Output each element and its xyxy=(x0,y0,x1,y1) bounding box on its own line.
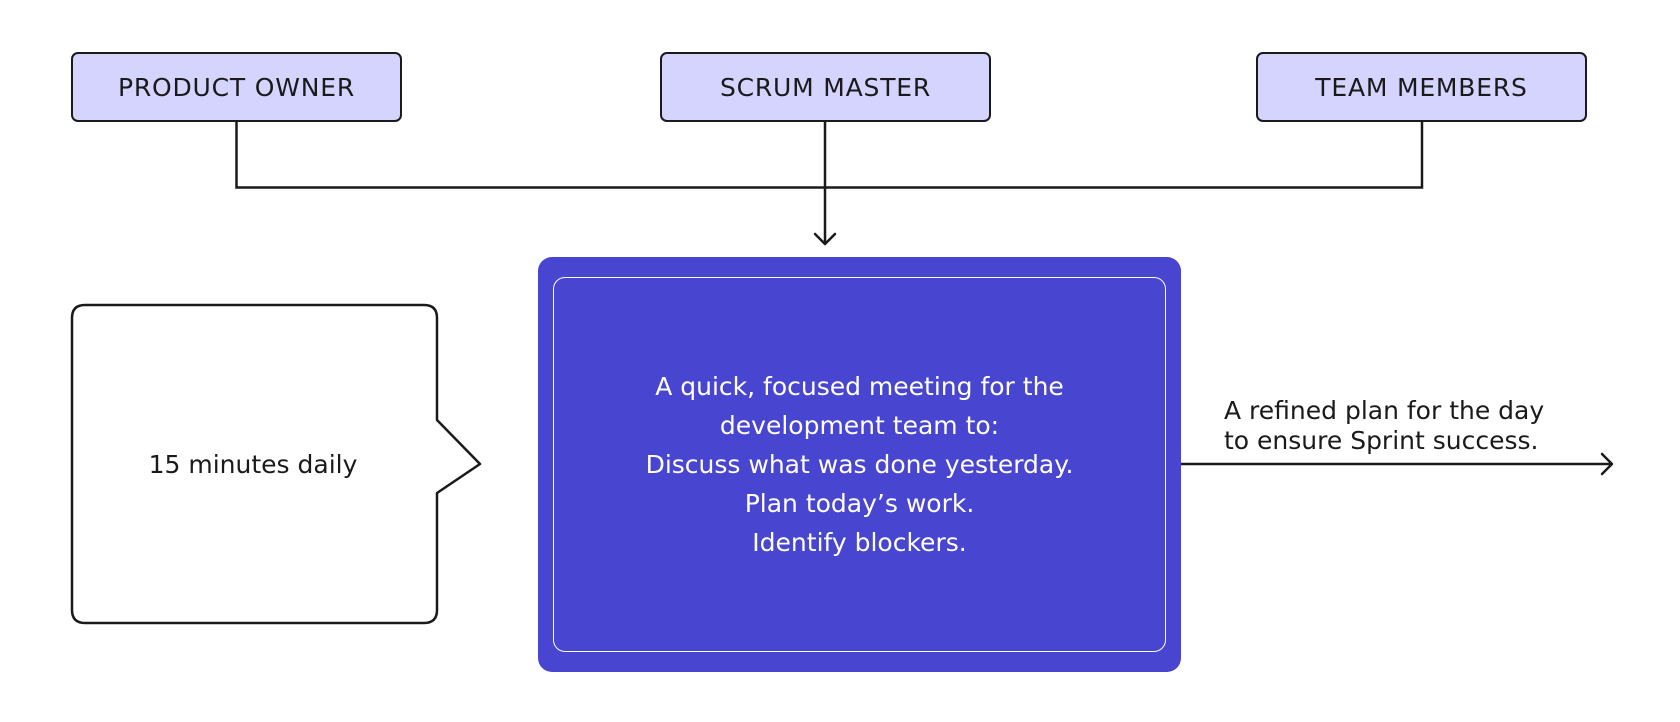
daily-scrum-description: A quick, focused meeting for the develop… xyxy=(553,277,1166,652)
role-scrum-master: SCRUM MASTER xyxy=(660,52,991,122)
role-team-members-label: TEAM MEMBERS xyxy=(1315,72,1528,102)
duration-bubble xyxy=(70,303,482,625)
meeting-line: Identify blockers. xyxy=(752,528,967,557)
meeting-line: Plan today’s work. xyxy=(744,489,975,518)
duration-label: 15 minutes daily xyxy=(148,449,358,479)
meeting-line: development team to: xyxy=(719,411,1000,440)
outcome-line: A refined plan for the day xyxy=(1224,396,1545,425)
role-team-members: TEAM MEMBERS xyxy=(1256,52,1587,122)
meeting-line: A quick, focused meeting for the xyxy=(655,372,1064,401)
role-scrum-master-label: SCRUM MASTER xyxy=(719,72,932,102)
outcome-line: to ensure Sprint success. xyxy=(1224,426,1539,455)
outcome-label: A refined plan for the day to ensure Spr… xyxy=(1224,396,1544,456)
role-join-connector xyxy=(235,122,1424,189)
daily-scrum-box: A quick, focused meeting for the develop… xyxy=(538,257,1181,672)
output-arrow-head xyxy=(1600,452,1614,476)
down-arrow-head xyxy=(813,232,837,246)
role-product-owner: PRODUCT OWNER xyxy=(71,52,402,122)
meeting-line: Discuss what was done yesterday. xyxy=(645,450,1074,479)
role-product-owner-label: PRODUCT OWNER xyxy=(117,72,355,102)
